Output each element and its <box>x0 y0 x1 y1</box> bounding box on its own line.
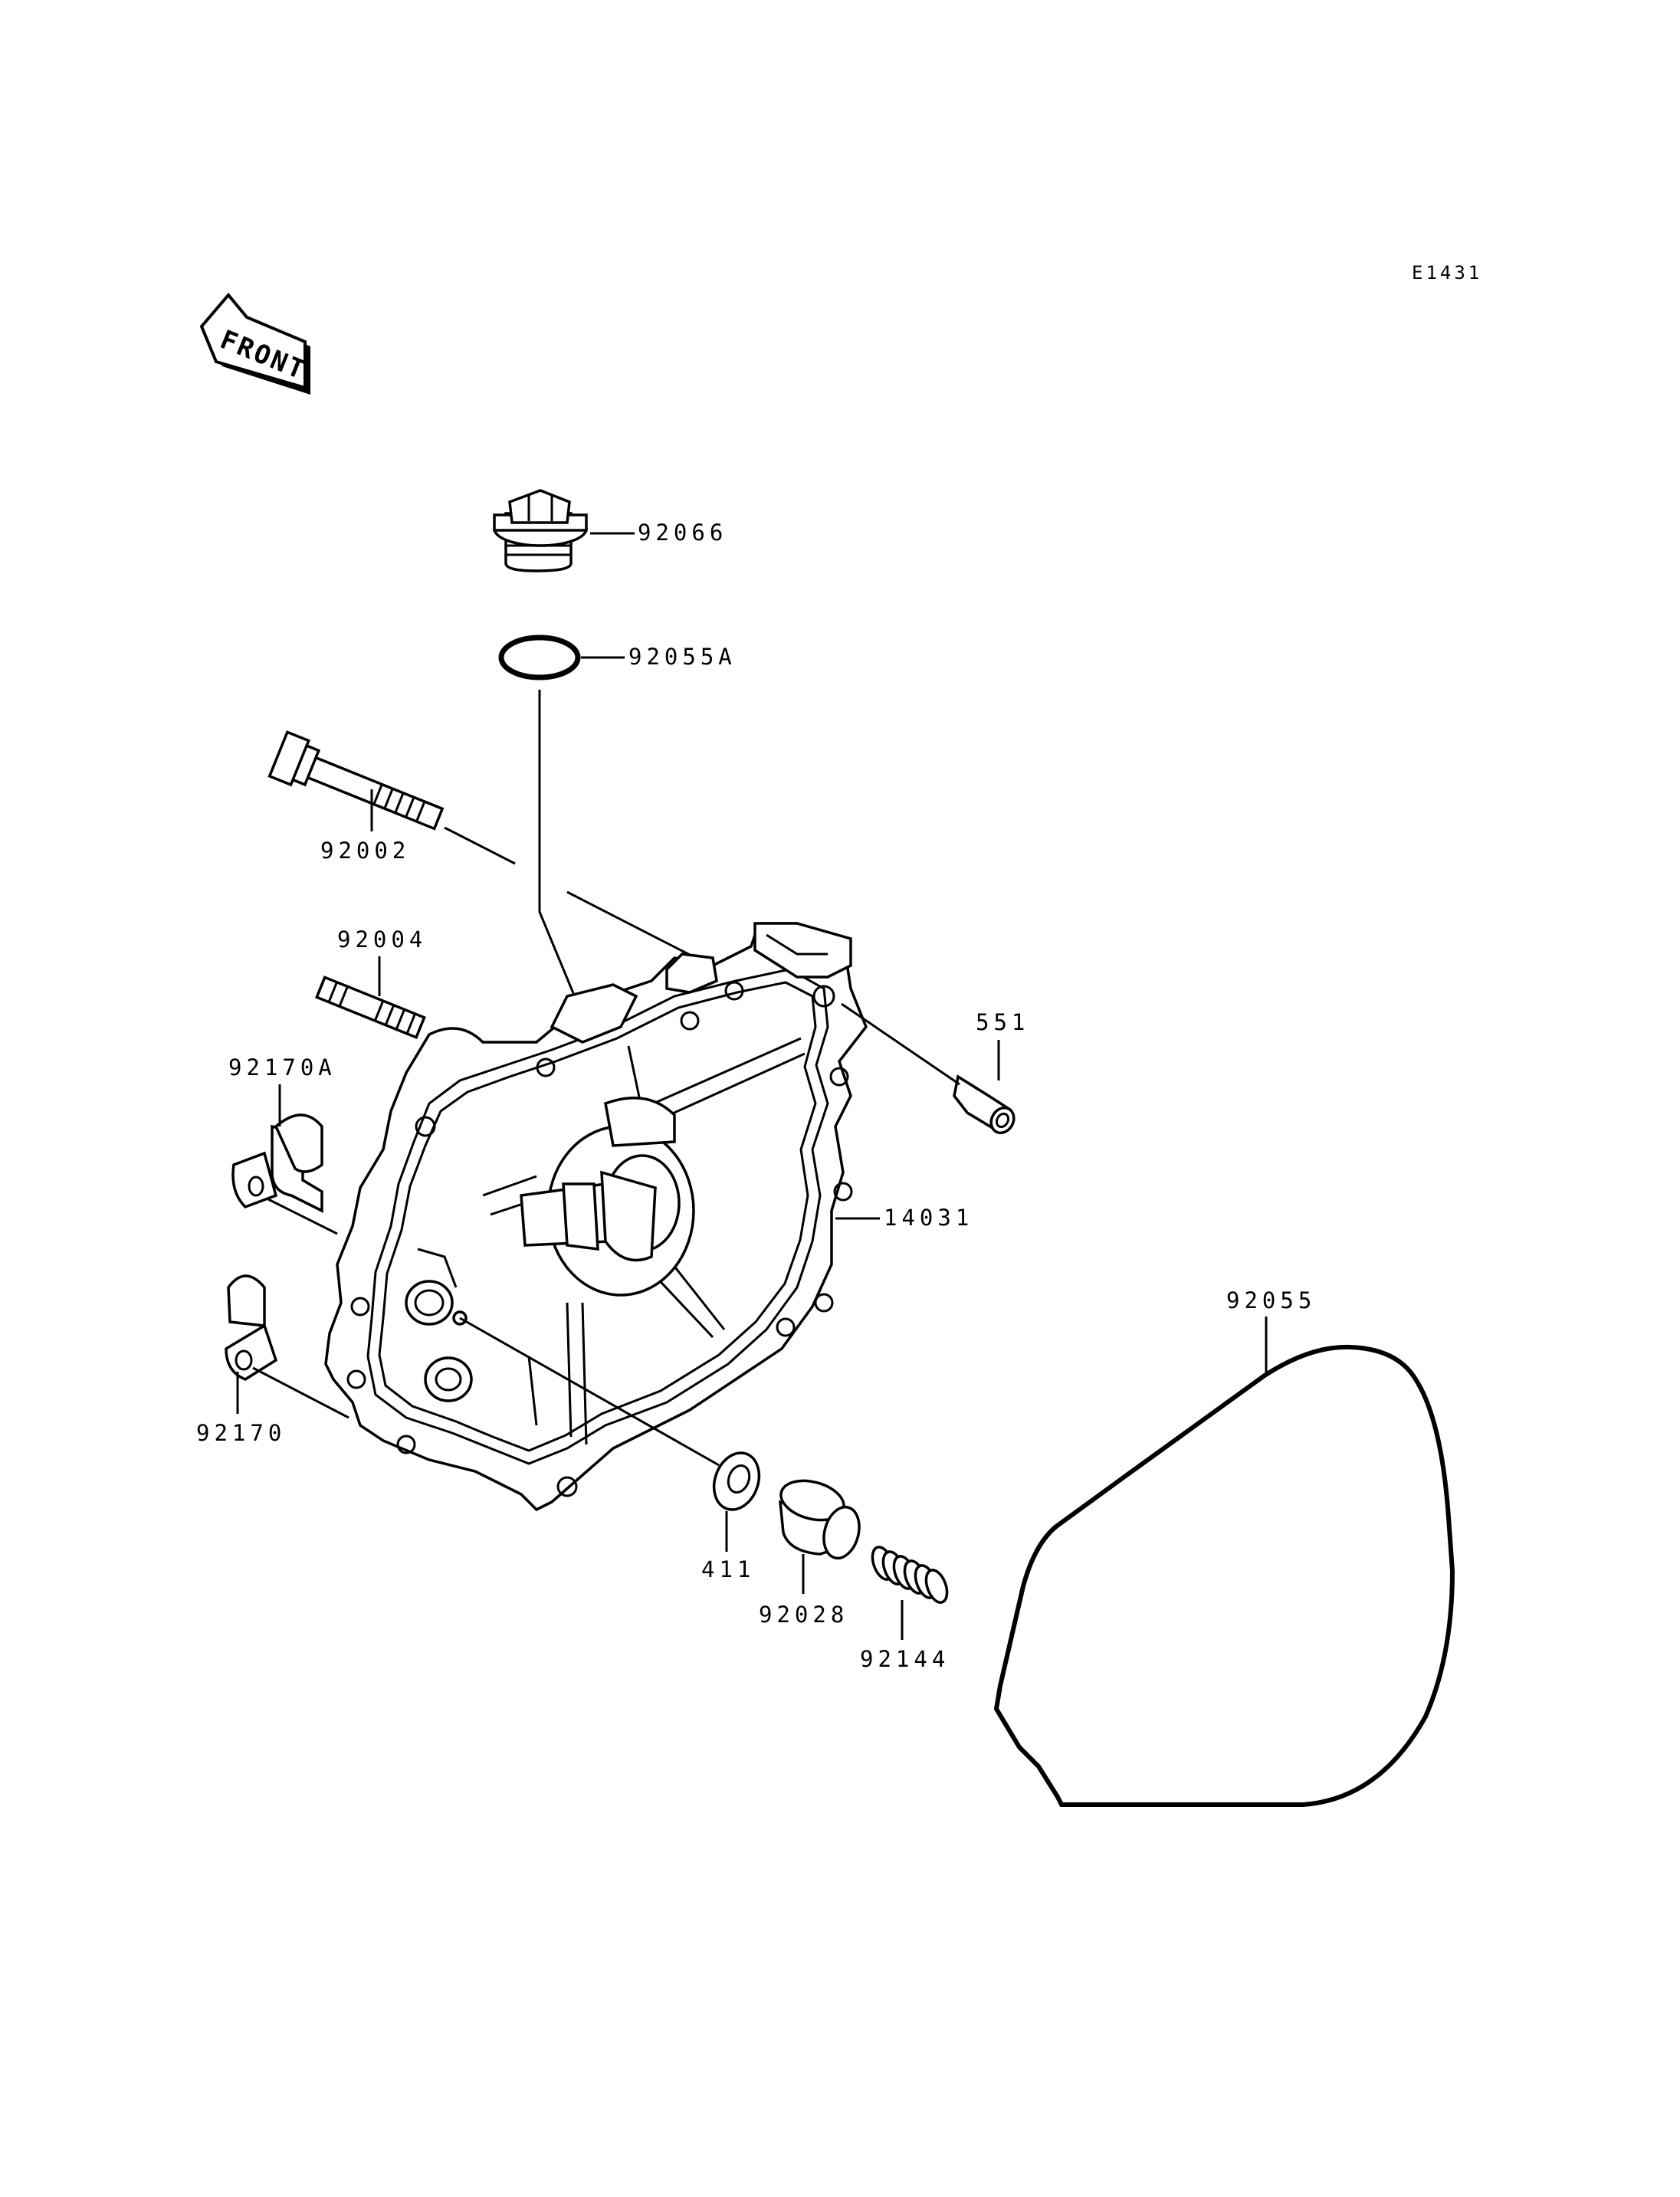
oil-plug <box>493 489 588 572</box>
seal <box>712 1451 761 1511</box>
clamp-a <box>231 1113 323 1213</box>
label-cover: 14031 <box>884 1205 973 1231</box>
label-collar: 92028 <box>759 1602 848 1628</box>
label-bolt: 92002 <box>320 838 410 864</box>
label-dowel-pin: 551 <box>976 1009 1029 1035</box>
bolt <box>267 730 445 831</box>
label-spring: 92144 <box>860 1646 950 1672</box>
gasket <box>993 1344 1455 1807</box>
dowel-pin <box>953 1074 1016 1135</box>
label-gasket: 92055 <box>1226 1287 1316 1313</box>
spring <box>871 1546 949 1604</box>
front-arrow-icon: FRONT <box>199 292 310 395</box>
label-clamp-a: 92170A <box>228 1054 336 1080</box>
label-plug-oring: 92055A <box>628 644 737 670</box>
label-seal: 411 <box>701 1556 755 1582</box>
label-oil-plug: 92066 <box>638 520 727 546</box>
collar <box>779 1479 861 1560</box>
label-stud: 92004 <box>337 926 427 953</box>
label-clamp: 92170 <box>196 1420 286 1446</box>
plug-oring <box>498 635 581 680</box>
stud <box>314 976 426 1040</box>
diagram-code: E1431 <box>1412 262 1482 284</box>
clutch-cover <box>324 922 868 1512</box>
clamp <box>225 1274 278 1381</box>
